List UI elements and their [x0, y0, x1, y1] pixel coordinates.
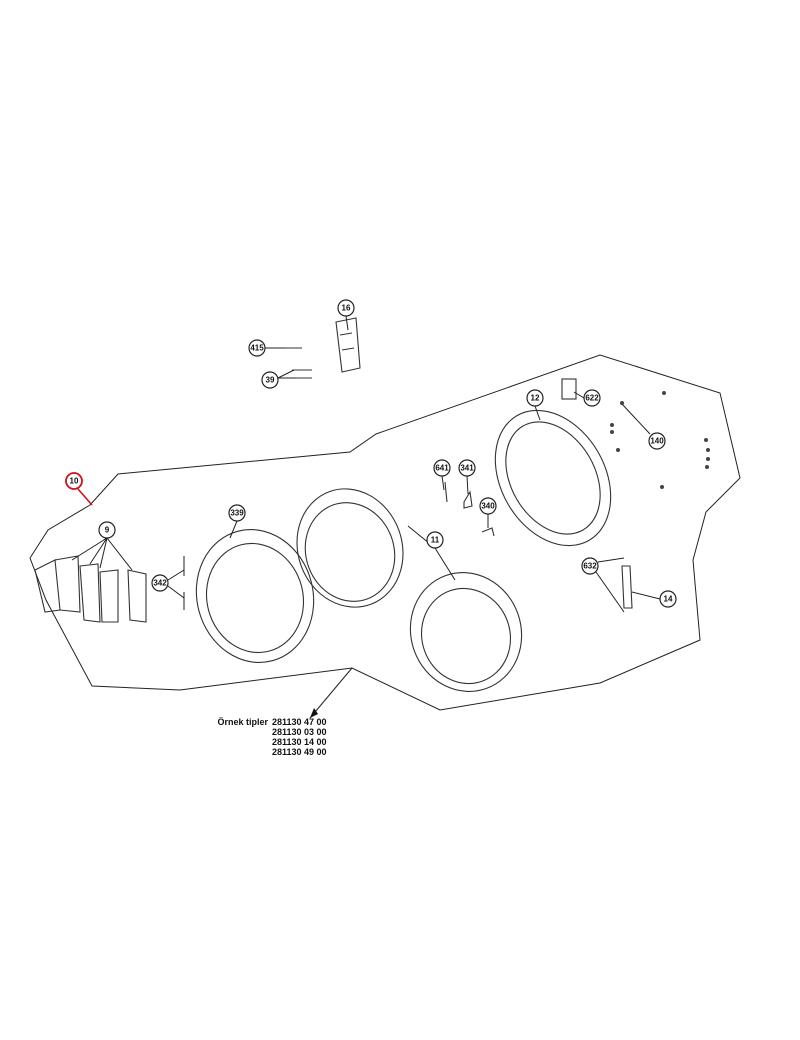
svg-text:140: 140 — [650, 437, 664, 446]
callout-341[interactable]: 341 — [458, 459, 476, 477]
type-code: 281130 47 00 — [272, 717, 327, 727]
sample-types-note: Örnek tipler 281130 47 00 281130 03 00 28… — [188, 717, 327, 757]
callout-415[interactable]: 415 — [248, 339, 266, 357]
callout-339[interactable]: 339 — [228, 504, 246, 522]
svg-text:641: 641 — [435, 464, 449, 473]
type-code: 281130 14 00 — [272, 737, 327, 747]
svg-text:16: 16 — [342, 304, 351, 313]
small-parts — [444, 481, 633, 609]
assembly-outline — [29, 354, 741, 711]
svg-text:339: 339 — [230, 509, 244, 518]
callout-12[interactable]: 12 — [526, 389, 544, 407]
door-glass-inner-part — [409, 572, 523, 692]
callout-641[interactable]: 641 — [433, 459, 451, 477]
svg-text:340: 340 — [481, 502, 495, 511]
door-glass-outer-part — [296, 488, 404, 608]
door-hinge-part — [282, 317, 361, 379]
screws-part — [610, 391, 710, 489]
door-handle-parts — [34, 555, 185, 623]
svg-text:12: 12 — [531, 394, 540, 403]
highlight-leader — [77, 488, 93, 506]
callout-140[interactable]: 140 — [648, 432, 666, 450]
callout-342[interactable]: 342 — [151, 574, 169, 592]
door-ring-frame-part — [494, 409, 612, 547]
hinge-plate-part — [561, 378, 577, 400]
svg-text:342: 342 — [153, 579, 167, 588]
callout-16[interactable]: 16 — [337, 299, 355, 317]
callout-39[interactable]: 39 — [261, 371, 279, 389]
callout-632[interactable]: 632 — [581, 557, 599, 575]
door-front-ring-part — [195, 529, 315, 663]
note-label: Örnek tipler — [217, 717, 268, 727]
callout-340[interactable]: 340 — [479, 497, 497, 515]
callout-9[interactable]: 9 — [98, 521, 116, 539]
svg-text:341: 341 — [460, 464, 474, 473]
leader-lines — [71, 315, 661, 719]
svg-text:415: 415 — [250, 344, 264, 353]
callout-11[interactable]: 11 — [426, 531, 444, 549]
svg-text:14: 14 — [664, 595, 673, 604]
svg-text:622: 622 — [585, 394, 599, 403]
svg-text:9: 9 — [105, 526, 110, 535]
svg-text:39: 39 — [266, 376, 275, 385]
svg-text:11: 11 — [431, 536, 440, 545]
svg-text:10: 10 — [70, 477, 79, 486]
callout-622[interactable]: 622 — [583, 389, 601, 407]
svg-text:632: 632 — [583, 562, 597, 571]
type-code: 281130 49 00 — [272, 747, 327, 757]
callout-10-highlighted[interactable]: 10 — [65, 472, 83, 490]
callout-14[interactable]: 14 — [659, 590, 677, 608]
type-code: 281130 03 00 — [272, 727, 327, 737]
